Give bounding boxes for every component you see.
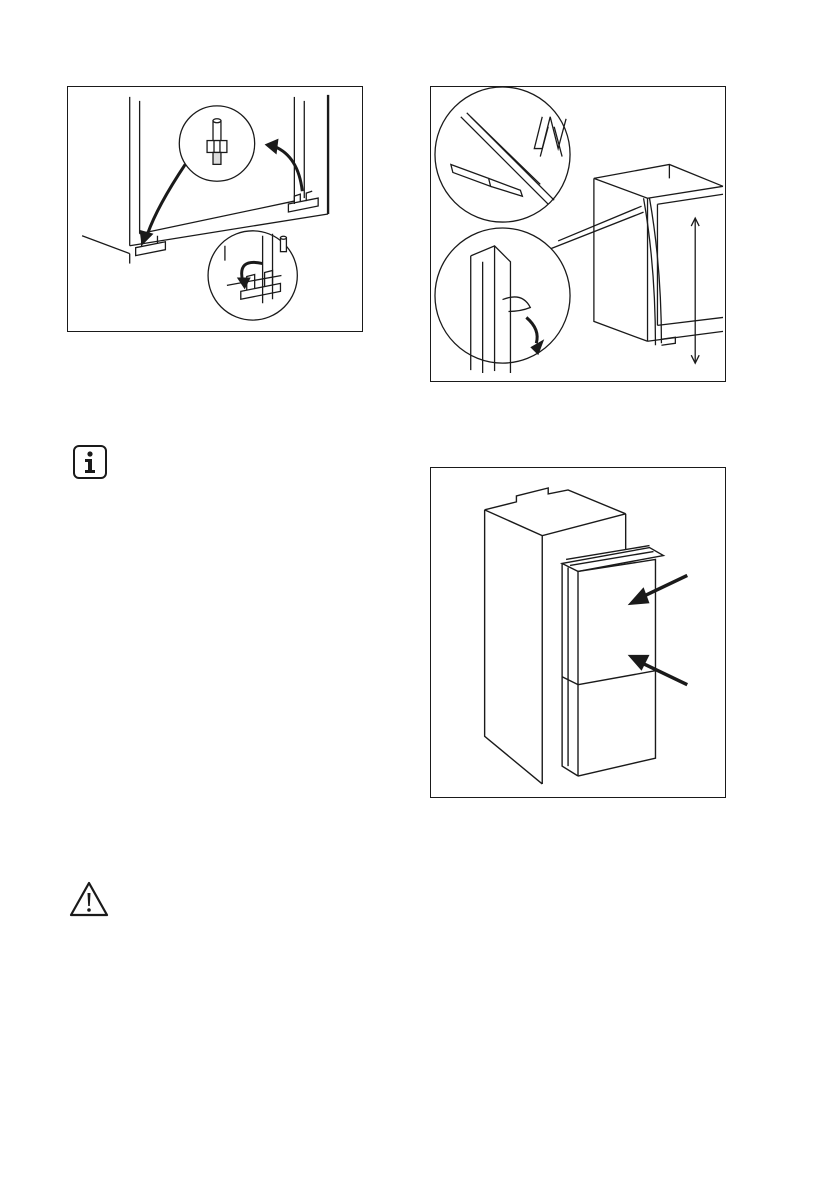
sealing-strip-figure	[430, 86, 726, 382]
hinge-bracket-figure	[67, 86, 363, 332]
bracket-relocation-illustration	[68, 87, 362, 331]
push-appliance-into-niche-illustration	[431, 468, 725, 797]
warning-icon	[68, 880, 110, 918]
sealing-strip-cutting-illustration	[431, 87, 725, 381]
info-icon	[72, 444, 108, 480]
appliance-insertion-figure	[430, 467, 726, 798]
